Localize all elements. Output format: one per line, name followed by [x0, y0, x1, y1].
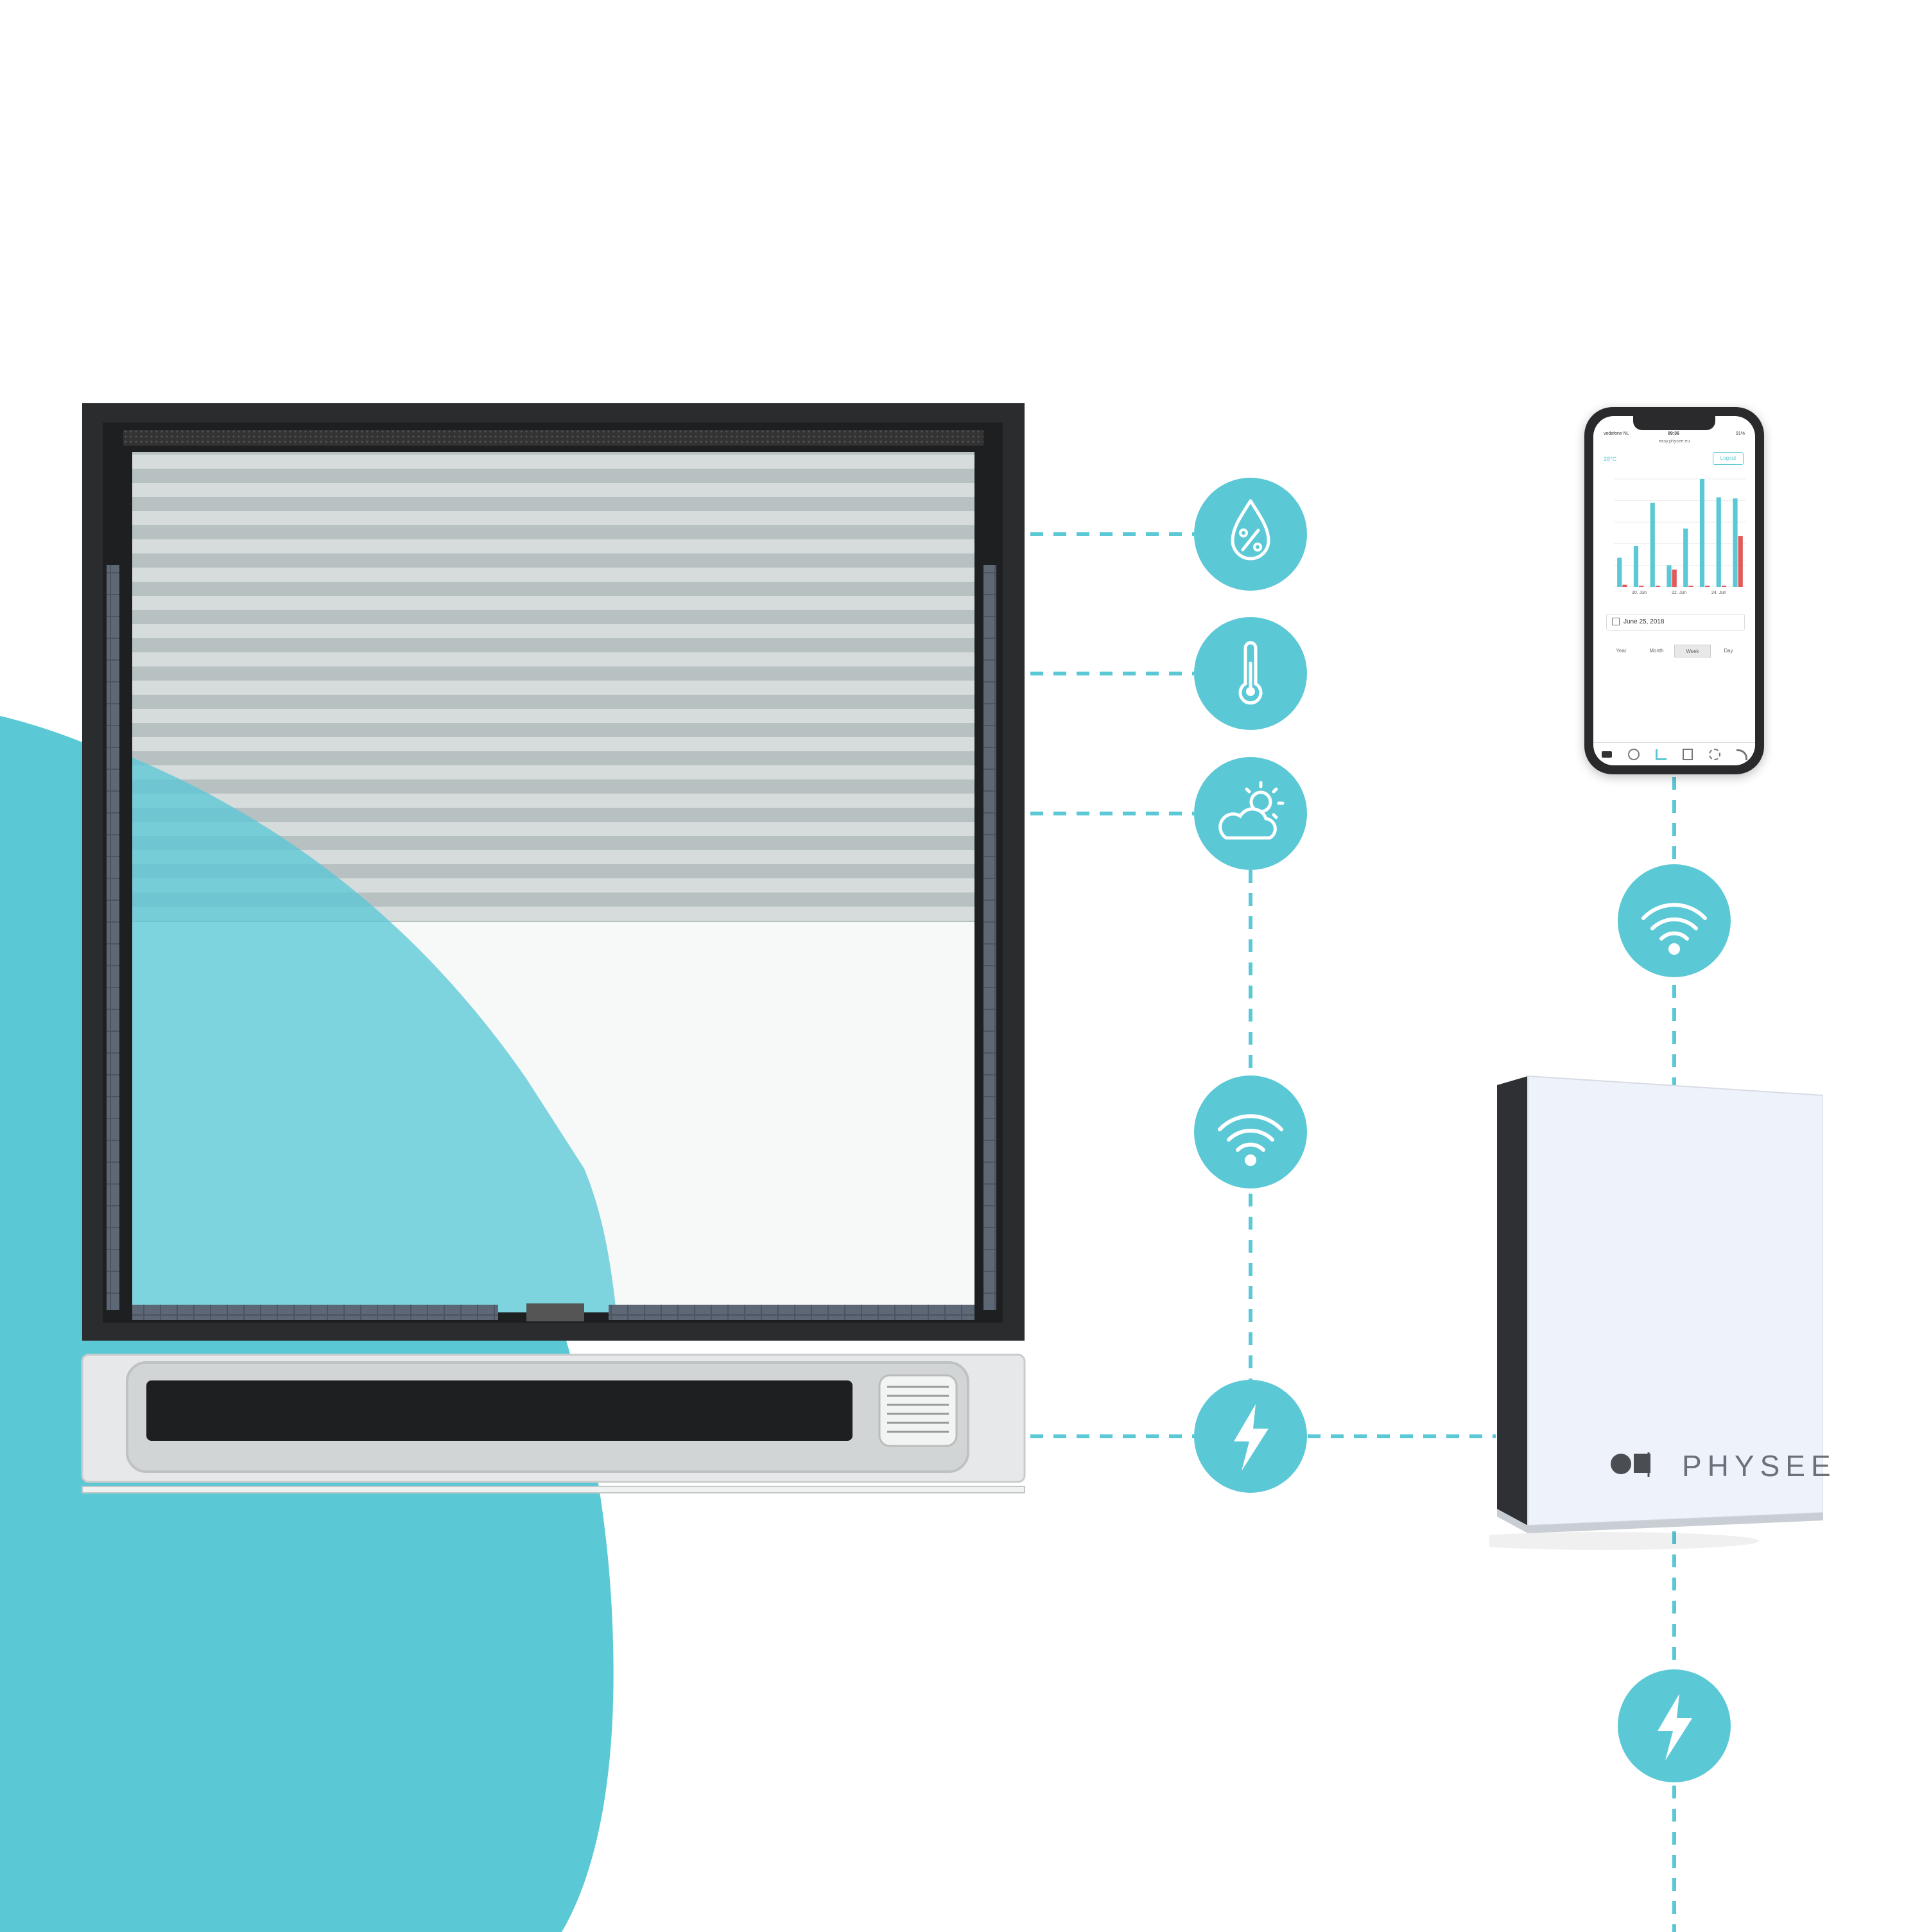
phone-tab-bar	[1593, 742, 1755, 765]
date-field-value: June 25, 2018	[1624, 618, 1665, 625]
reading-label: 28°C	[1604, 456, 1617, 462]
carrier-label: vodafone NL	[1604, 431, 1629, 436]
x-tick-label: 24. Jun	[1711, 591, 1726, 595]
phone-bar-chart	[1614, 478, 1746, 587]
solar-strip-right	[983, 565, 996, 1310]
clock-label: 09:36	[1668, 431, 1679, 436]
home-icon[interactable]	[1601, 751, 1612, 758]
solar-strip-left	[107, 565, 119, 1310]
chart-bar	[1738, 536, 1743, 587]
solar-strip-bottom-left	[132, 1305, 498, 1320]
chart-bar	[1639, 586, 1644, 587]
calendar-icon	[1612, 618, 1620, 626]
x-axis-labels: 20. Jun 22. Jun 24. Jun	[1607, 591, 1742, 598]
phone-screen[interactable]: vodafone NL 09:36 91% easy.physee.eu 28°…	[1593, 416, 1755, 765]
x-tick-label: 20. Jun	[1632, 591, 1647, 595]
logout-button[interactable]: Logout	[1713, 452, 1744, 465]
chart-bar	[1705, 586, 1710, 587]
tab-day[interactable]: Day	[1724, 648, 1733, 654]
tab-year[interactable]: Year	[1616, 648, 1627, 654]
status-bar: vodafone NL 09:36 91%	[1604, 431, 1745, 440]
sill-display	[146, 1380, 853, 1441]
smart-window	[81, 403, 1026, 1493]
period-tabs: Year Month Week Day	[1604, 645, 1746, 657]
wifi-icon	[1618, 864, 1731, 977]
humidity-drop-percent-icon	[1194, 478, 1307, 591]
tab-month[interactable]: Month	[1649, 648, 1664, 654]
lightning-bolt-icon	[1618, 1669, 1731, 1782]
date-field[interactable]: June 25, 2018	[1606, 614, 1745, 631]
window-teal-overlay	[132, 758, 616, 1312]
brand-wordmark: PHYSEE	[1682, 1449, 1837, 1483]
chart-bar	[1733, 498, 1738, 587]
chart-bar	[1667, 565, 1672, 587]
chart-bar	[1716, 497, 1721, 587]
sun-cloud-icon	[1194, 757, 1307, 870]
chart-bar	[1672, 570, 1677, 587]
smartphone: vodafone NL 09:36 91% easy.physee.eu 28°…	[1584, 407, 1764, 774]
top-vent-grille	[123, 430, 983, 446]
battery-label: 91%	[1735, 431, 1745, 436]
chart-bar	[1633, 546, 1639, 587]
tab-week[interactable]: Week	[1674, 645, 1711, 657]
lightning-bolt-icon	[1194, 1380, 1307, 1493]
physee-hub	[1489, 1075, 1823, 1550]
chart-bar	[1721, 586, 1727, 587]
url-bar: easy.physee.eu	[1658, 439, 1690, 444]
gauge-icon[interactable]	[1627, 749, 1640, 760]
chart-bar	[1622, 584, 1627, 587]
chart-bar	[1650, 502, 1655, 587]
window-icon[interactable]	[1682, 749, 1693, 760]
feed-icon[interactable]	[1736, 749, 1747, 760]
chart-bar	[1688, 586, 1693, 587]
chart-icon[interactable]	[1655, 749, 1667, 760]
solar-strip-bottom-right	[609, 1305, 974, 1320]
wifi-icon	[1194, 1075, 1307, 1188]
phone-notch	[1633, 416, 1715, 430]
chart-bar	[1683, 528, 1688, 587]
thermometer-icon	[1194, 617, 1307, 730]
brand-logo-circle	[1611, 1454, 1631, 1474]
x-tick-label: 22. Jun	[1672, 591, 1686, 595]
sensor-module	[526, 1303, 584, 1321]
chart-bar	[1655, 586, 1661, 587]
refresh-icon[interactable]	[1708, 749, 1720, 760]
chart-bar	[1617, 557, 1622, 587]
chart-bar	[1699, 479, 1705, 587]
